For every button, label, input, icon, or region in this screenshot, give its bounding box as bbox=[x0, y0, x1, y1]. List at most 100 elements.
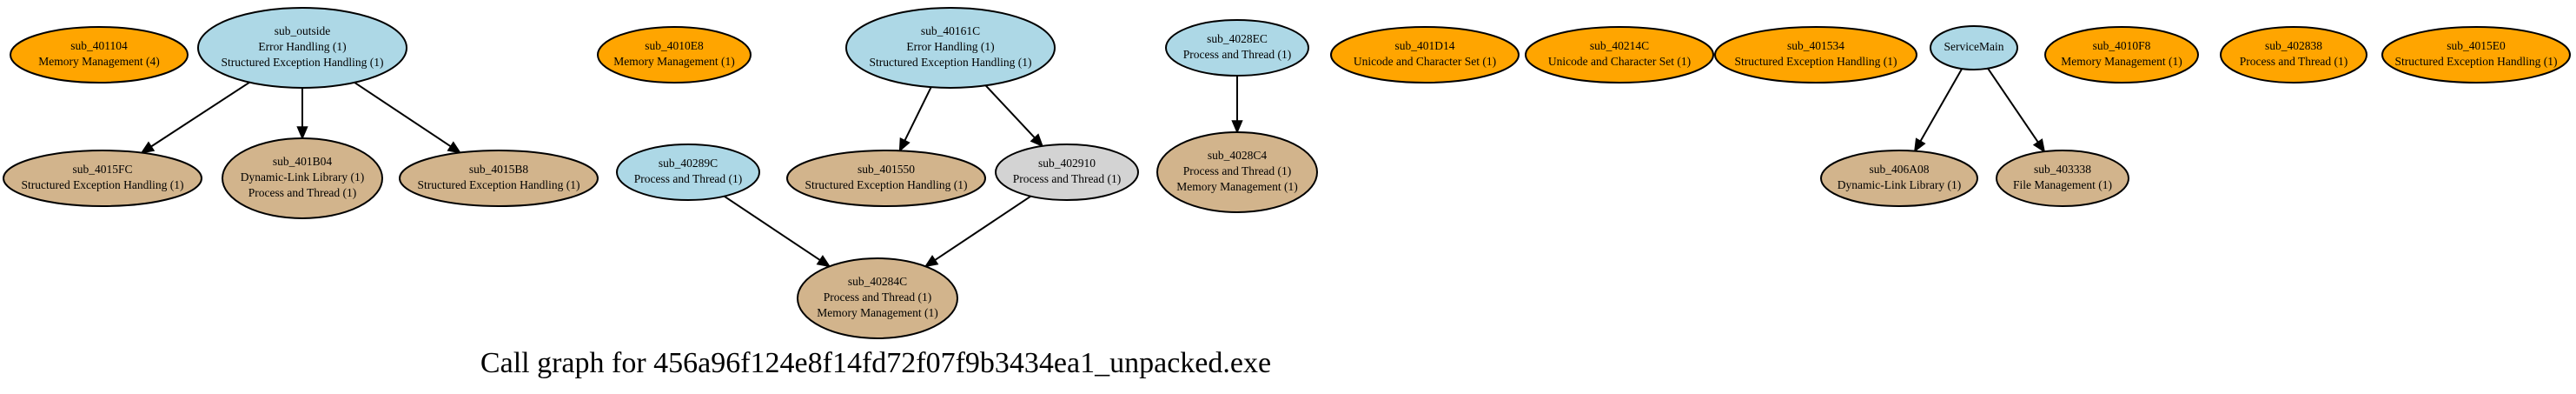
edge-line bbox=[354, 82, 452, 148]
edge-line bbox=[1919, 68, 1963, 142]
node-ellipse bbox=[3, 150, 202, 207]
node-ellipse bbox=[597, 26, 752, 83]
arrowhead bbox=[447, 141, 462, 154]
node-ellipse bbox=[1820, 150, 1978, 207]
node-ellipse bbox=[10, 26, 189, 83]
node-label: sub_406A08 bbox=[1869, 163, 1929, 176]
node-category: File Management (1) bbox=[2013, 178, 2112, 191]
node-ellipse bbox=[616, 144, 760, 201]
node-category: Unicode and Character Set (1) bbox=[1548, 55, 1691, 68]
node-label: sub_4010F8 bbox=[2093, 39, 2151, 52]
arrowhead bbox=[1231, 120, 1243, 134]
node-category: Dynamic-Link Library (1) bbox=[1838, 178, 1961, 191]
arrowhead bbox=[1030, 133, 1044, 148]
node-sub-40284c: sub_40284C Process and Thread (1) Memory M… bbox=[797, 257, 958, 339]
edge-sub-outside-to-sub-4015fc bbox=[140, 81, 250, 154]
node-category: Process and Thread (1) bbox=[634, 172, 743, 185]
node-ellipse bbox=[1930, 25, 2018, 70]
node-ellipse bbox=[2044, 26, 2199, 83]
node-sub-4015fc: sub_4015FC Structured Exception Handling … bbox=[3, 150, 202, 207]
node-category: Structured Exception Handling (1) bbox=[417, 178, 579, 191]
node-category: Structured Exception Handling (1) bbox=[1734, 55, 1897, 68]
edge-line bbox=[984, 84, 1036, 139]
node-sub-40289c: sub_40289C Process and Thread (1) bbox=[616, 144, 760, 201]
edge-line bbox=[723, 195, 821, 261]
node-sub-40214c: sub_40214C Unicode and Character Set (1) bbox=[1525, 26, 1714, 83]
node-category: Memory Management (1) bbox=[817, 306, 937, 319]
node-category: Memory Management (1) bbox=[2061, 55, 2182, 68]
node-category: Structured Exception Handling (1) bbox=[869, 56, 1031, 69]
node-label: ServiceMain bbox=[1944, 40, 2004, 53]
edge-servicemain-to-sub-403338 bbox=[1987, 68, 2046, 153]
edge-sub-40161c-to-sub-401550 bbox=[898, 86, 932, 153]
node-ellipse bbox=[1714, 26, 1917, 83]
node-label: sub_402910 bbox=[1038, 157, 1096, 170]
node-label: sub_outside bbox=[275, 24, 331, 37]
node-label: sub_4015B8 bbox=[469, 163, 529, 176]
node-ellipse bbox=[399, 150, 599, 207]
node-label: sub_40214C bbox=[1590, 39, 1649, 52]
node-ellipse bbox=[222, 137, 383, 219]
edge-servicemain-to-sub-406a08 bbox=[1914, 68, 1963, 153]
node-category: Process and Thread (1) bbox=[1183, 164, 1292, 177]
arrowhead bbox=[2032, 138, 2046, 153]
node-label: sub_40161C bbox=[921, 24, 980, 37]
node-label: sub_40284C bbox=[848, 275, 907, 288]
node-category: Memory Management (1) bbox=[1176, 180, 1297, 193]
arrowhead bbox=[296, 126, 308, 140]
node-category: Structured Exception Handling (1) bbox=[2394, 55, 2557, 68]
node-label: sub_401B04 bbox=[273, 155, 333, 168]
node-label: sub_40289C bbox=[659, 157, 718, 170]
node-ellipse bbox=[1165, 19, 1309, 77]
node-ellipse bbox=[995, 144, 1139, 201]
node-category: Process and Thread (1) bbox=[824, 290, 932, 304]
node-category: Process and Thread (1) bbox=[248, 186, 357, 199]
node-ellipse bbox=[845, 7, 1056, 89]
node-ellipse bbox=[786, 150, 986, 207]
node-ellipse bbox=[2220, 26, 2367, 83]
node-label: sub_4015FC bbox=[72, 163, 132, 176]
node-ellipse bbox=[1156, 131, 1318, 213]
edge-layer bbox=[140, 68, 2046, 268]
node-label: sub_4028C4 bbox=[1208, 149, 1268, 162]
node-category: Unicode and Character Set (1) bbox=[1354, 55, 1496, 68]
node-category: Error Handling (1) bbox=[906, 40, 994, 53]
node-ellipse bbox=[797, 257, 958, 339]
graph-title: Call graph for 456a96f124e8f14fd72f07f9b… bbox=[480, 347, 1271, 379]
node-category: Dynamic-Link Library (1) bbox=[241, 170, 364, 184]
edge-sub-4028ec-to-sub-4028c4 bbox=[1231, 76, 1243, 134]
node-category: Error Handling (1) bbox=[258, 40, 346, 53]
edge-sub-outside-to-sub-401b04 bbox=[296, 88, 308, 140]
node-category: Structured Exception Handling (1) bbox=[221, 56, 383, 69]
node-category: Structured Exception Handling (1) bbox=[21, 178, 183, 191]
node-label: sub_401D14 bbox=[1394, 39, 1454, 52]
node-category: Process and Thread (1) bbox=[1183, 48, 1292, 61]
arrowhead bbox=[898, 137, 911, 153]
arrowhead bbox=[924, 255, 939, 268]
node-category: Process and Thread (1) bbox=[1013, 172, 1122, 185]
arrowhead bbox=[1914, 137, 1926, 153]
node-category: Structured Exception Handling (1) bbox=[805, 178, 967, 191]
node-sub-40161c: sub_40161C Error Handling (1) Structured E… bbox=[845, 7, 1056, 89]
node-label: sub_401550 bbox=[858, 163, 915, 176]
arrowhead bbox=[140, 141, 156, 154]
node-label: sub_403338 bbox=[2034, 163, 2091, 176]
edge-line bbox=[934, 195, 1032, 261]
edge-line bbox=[904, 86, 932, 142]
node-label: sub_402838 bbox=[2265, 39, 2322, 52]
node-label: sub_4010E8 bbox=[645, 39, 704, 52]
